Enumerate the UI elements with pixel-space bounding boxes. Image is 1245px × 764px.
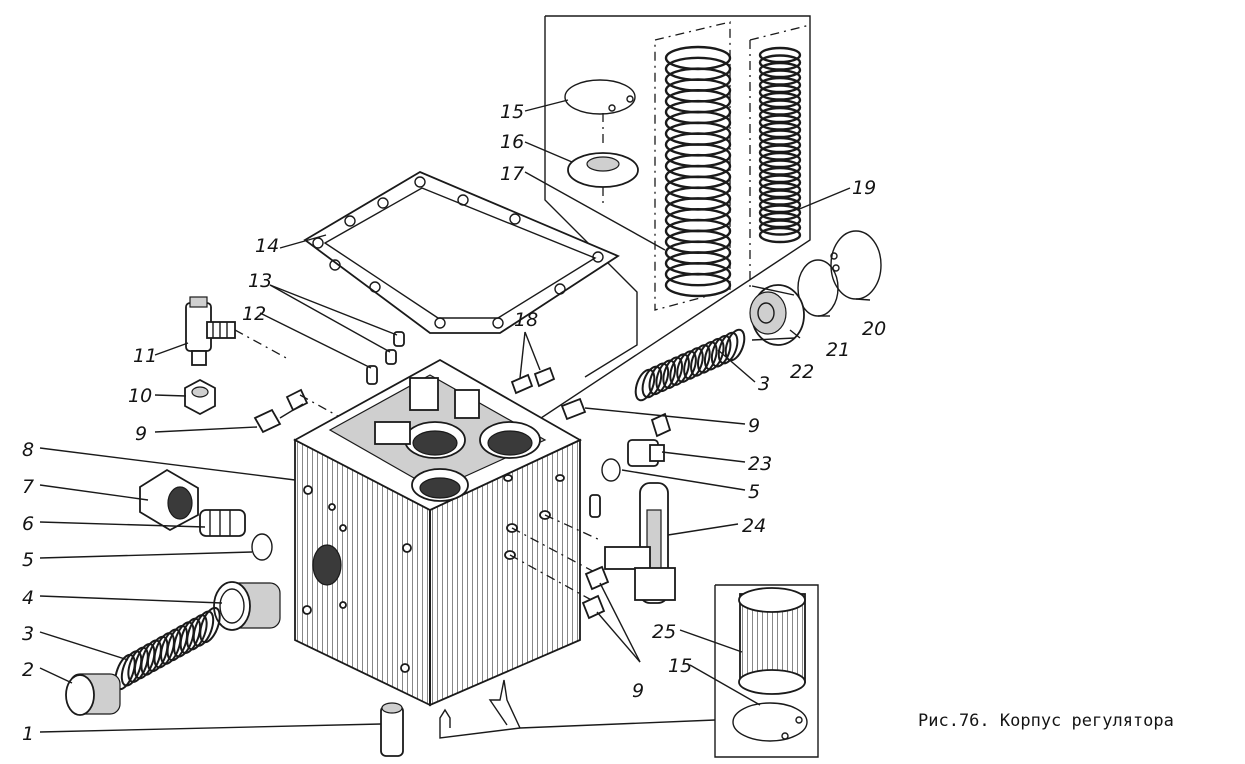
leader-lines — [39, 99, 871, 733]
spring-coil — [758, 219, 802, 236]
bushing-part-25 — [738, 587, 806, 695]
callout-5-right: 5 — [748, 481, 760, 503]
inner-spring-part-19 — [758, 46, 802, 244]
regulator-housing-part-8 — [293, 358, 601, 707]
callout-9-bottom: 9 — [632, 680, 644, 702]
callout-9-right: 9 — [748, 415, 760, 437]
valve-spring-part-3-lower — [114, 606, 221, 691]
callout-15-upper: 15 — [500, 101, 524, 123]
spring-coil — [717, 331, 739, 365]
callout-6: 6 — [22, 513, 34, 535]
callout-2: 2 — [22, 659, 34, 681]
plug-part-9-left — [253, 388, 346, 434]
spring-coil — [641, 365, 663, 399]
outer-spring-part-17 — [664, 45, 732, 298]
spring-coil — [655, 359, 677, 393]
callout-21: 21 — [826, 339, 850, 361]
snap-ring-part-15-upper — [564, 79, 636, 148]
fitting-part-6 — [199, 509, 246, 537]
callout-3-lower: 3 — [22, 623, 34, 645]
sleeve-part-4 — [213, 581, 281, 631]
cap-part-2 — [65, 673, 121, 716]
spring-coil — [669, 353, 690, 386]
spring-coil — [710, 334, 732, 368]
spring-coil — [690, 344, 711, 377]
pin-part-right — [589, 494, 601, 518]
spring-box-outline — [469, 15, 811, 466]
elbow-fitting-part-11 — [185, 296, 291, 366]
callout-labels: 1 2 3 3 4 5 5 6 7 8 9 9 9 10 11 12 13 14… — [22, 101, 886, 745]
nut-part-7 — [139, 468, 199, 532]
callout-23: 23 — [748, 453, 772, 475]
callout-10: 10 — [128, 385, 152, 407]
callout-15-lower: 15 — [668, 655, 692, 677]
bushing-box-outline — [439, 584, 819, 758]
spring-coil — [199, 606, 221, 644]
stud-part-1 — [380, 702, 404, 757]
callout-5-left: 5 — [22, 549, 34, 571]
spring-washer-part-16 — [567, 152, 639, 205]
figure-caption: Рис.76. Корпус регулятора — [918, 711, 1174, 731]
callout-22: 22 — [790, 361, 814, 383]
washer-part-5-right — [601, 458, 621, 482]
spring-coil — [664, 272, 732, 298]
gasket-part-14 — [303, 170, 620, 334]
spring-coil — [697, 341, 718, 374]
sight-gauge-part-24 — [604, 482, 676, 604]
pins-part-13 — [385, 331, 405, 365]
callout-24: 24 — [742, 515, 766, 537]
valve-spring-part-3-upper — [634, 328, 746, 402]
callout-7: 7 — [22, 476, 34, 498]
callout-12: 12 — [242, 303, 266, 325]
piston-part-22 — [749, 284, 805, 346]
callout-14: 14 — [255, 235, 279, 257]
callout-9-left: 9 — [135, 423, 147, 445]
spring-coil — [676, 350, 697, 383]
spring-coil — [758, 226, 802, 244]
callout-20: 20 — [862, 318, 886, 340]
castle-nut-part-10 — [184, 378, 216, 416]
callout-11: 11 — [133, 345, 157, 367]
callout-4: 4 — [22, 587, 34, 609]
callout-3-upper: 3 — [758, 373, 770, 395]
callout-8: 8 — [22, 439, 34, 461]
callout-1: 1 — [22, 723, 34, 745]
washer-part-5-left — [251, 533, 273, 561]
snap-ring-part-15-lower — [732, 702, 808, 742]
callout-17: 17 — [500, 163, 524, 185]
plug-part-9-right — [560, 397, 672, 620]
pin-part-12 — [366, 365, 378, 385]
spring-coil — [683, 347, 704, 380]
callout-13: 13 — [248, 270, 272, 292]
plug-part-23 — [627, 439, 665, 467]
plugs-part-18 — [510, 366, 556, 395]
spring-coil — [634, 368, 656, 402]
spring-coil — [664, 261, 732, 287]
callout-25: 25 — [652, 621, 676, 643]
callout-18: 18 — [514, 309, 538, 331]
spring-coil — [648, 362, 670, 396]
spring-coil — [662, 356, 683, 389]
callout-19: 19 — [852, 177, 876, 199]
callout-16: 16 — [500, 131, 524, 153]
